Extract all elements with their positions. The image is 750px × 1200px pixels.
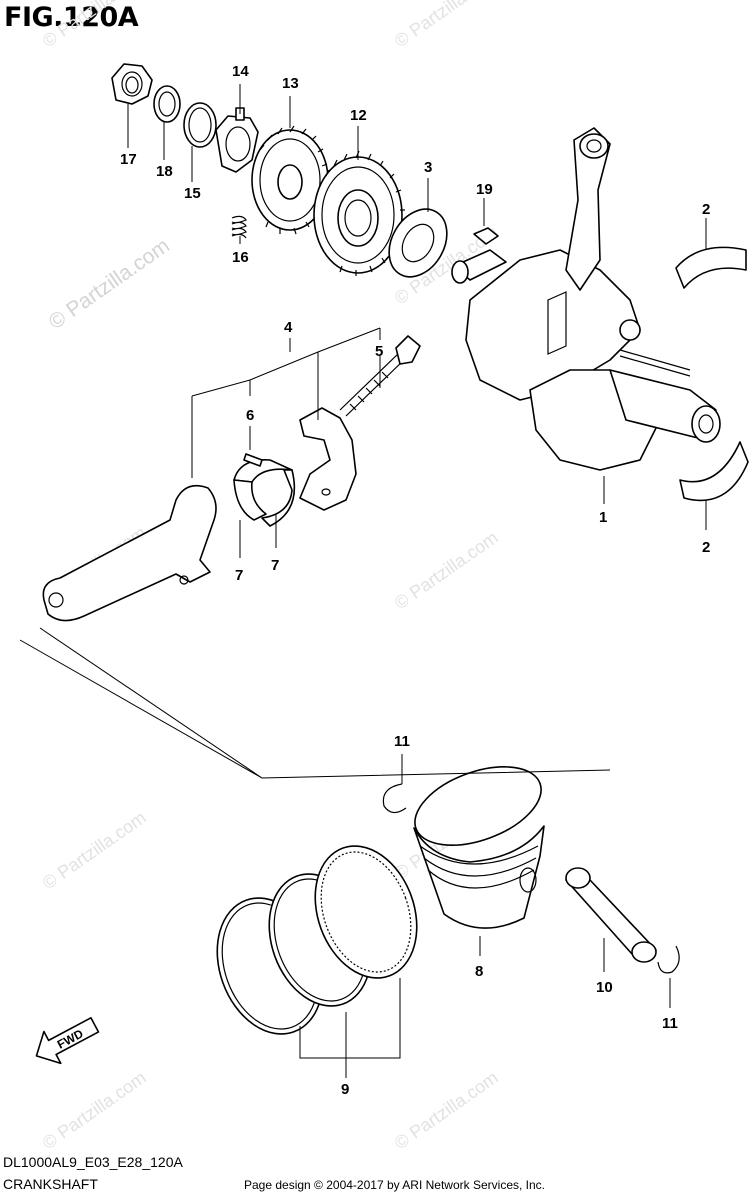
callout-10: 10 (596, 979, 613, 996)
callout-7-right: 7 (271, 557, 279, 574)
watermark: © Partzilla.com (391, 527, 502, 613)
part-1-crankshaft[interactable] (451, 127, 721, 471)
part-11-circlip-bottom[interactable] (657, 945, 680, 974)
callout-19: 19 (476, 181, 493, 198)
callout-11-bottom: 11 (662, 1015, 678, 1032)
part-4-rod-cap[interactable] (299, 407, 357, 511)
watermark: © Partzilla.com (39, 0, 150, 51)
figure-title: FIG.120A (4, 2, 139, 33)
part-10-piston-pin[interactable] (565, 867, 657, 963)
assembly-outline (19, 396, 611, 779)
watermark: © Partzilla.com (391, 0, 502, 51)
callout-11-top: 11 (394, 733, 410, 750)
callout-7-left: 7 (235, 567, 243, 584)
callout-1: 1 (599, 509, 607, 526)
part-19-key[interactable] (473, 227, 499, 245)
callout-16: 16 (232, 249, 249, 266)
section-name: CRANKSHAFT (3, 1176, 98, 1192)
part-4-connecting-rod[interactable] (42, 484, 217, 622)
part-15-circlip[interactable] (183, 102, 217, 148)
part-6-pin[interactable] (243, 453, 263, 467)
part-16-spring[interactable] (231, 215, 247, 239)
part-2-crank-bearing-upper[interactable] (675, 246, 747, 289)
watermark: © Partzilla.com (39, 1067, 150, 1153)
part-18-washer[interactable] (153, 85, 181, 123)
copyright-notice: Page design © 2004-2017 by ARI Network S… (244, 1178, 546, 1192)
part-8-piston[interactable] (404, 751, 551, 929)
callout-5: 5 (375, 343, 383, 360)
model-code: DL1000AL9_E03_E28_120A (3, 1154, 183, 1170)
callout-18: 18 (156, 163, 173, 180)
callout-2-top: 2 (702, 201, 710, 218)
part-14-plate[interactable] (215, 107, 259, 173)
callout-17: 17 (120, 151, 137, 168)
part-17-nut[interactable] (111, 63, 153, 105)
callout-9: 9 (341, 1081, 349, 1098)
part-3-thrust-washer[interactable] (377, 199, 458, 287)
callout-12: 12 (350, 107, 367, 124)
part-7-rod-bearing-lower[interactable] (261, 469, 296, 527)
callout-2-bottom: 2 (702, 539, 710, 556)
callout-labels: 17 18 15 14 13 12 3 19 16 2 2 1 4 5 6 7 … (120, 63, 710, 1098)
callout-4: 4 (284, 319, 293, 336)
callout-14: 14 (232, 63, 249, 80)
part-9-piston-rings[interactable] (199, 832, 434, 1049)
part-5-bolt[interactable] (339, 335, 421, 417)
callout-8: 8 (475, 963, 483, 980)
leader-lines (127, 84, 707, 1078)
callout-13: 13 (282, 75, 299, 92)
callout-3: 3 (424, 159, 432, 176)
callout-6: 6 (246, 407, 254, 424)
part-2-crank-bearing-lower[interactable] (679, 441, 749, 502)
watermark: © Partzilla.com (39, 807, 150, 893)
watermark: © Partzilla.com (45, 234, 174, 334)
part-11-circlip-top[interactable] (382, 783, 407, 814)
watermark: © Partzilla.com (391, 1067, 502, 1153)
fwd-arrow-icon: FWD (35, 1017, 100, 1065)
callout-15: 15 (184, 185, 201, 202)
